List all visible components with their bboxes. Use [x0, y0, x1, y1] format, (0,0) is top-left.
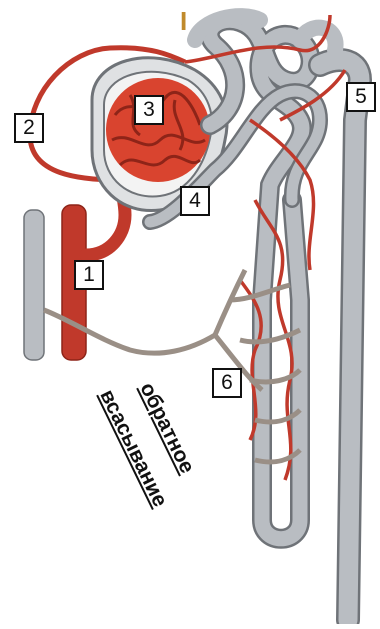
- roman-numeral-label: I: [180, 6, 187, 37]
- label-4-box: 4: [180, 186, 210, 216]
- label-3-box: 3: [134, 95, 164, 125]
- label-5-box: 5: [346, 82, 376, 112]
- label-1-box: 1: [74, 260, 104, 290]
- vein-vessel: [24, 210, 44, 360]
- label-2-box: 2: [14, 113, 44, 143]
- label-6-box: 6: [212, 368, 242, 398]
- glomerulus: [106, 78, 210, 182]
